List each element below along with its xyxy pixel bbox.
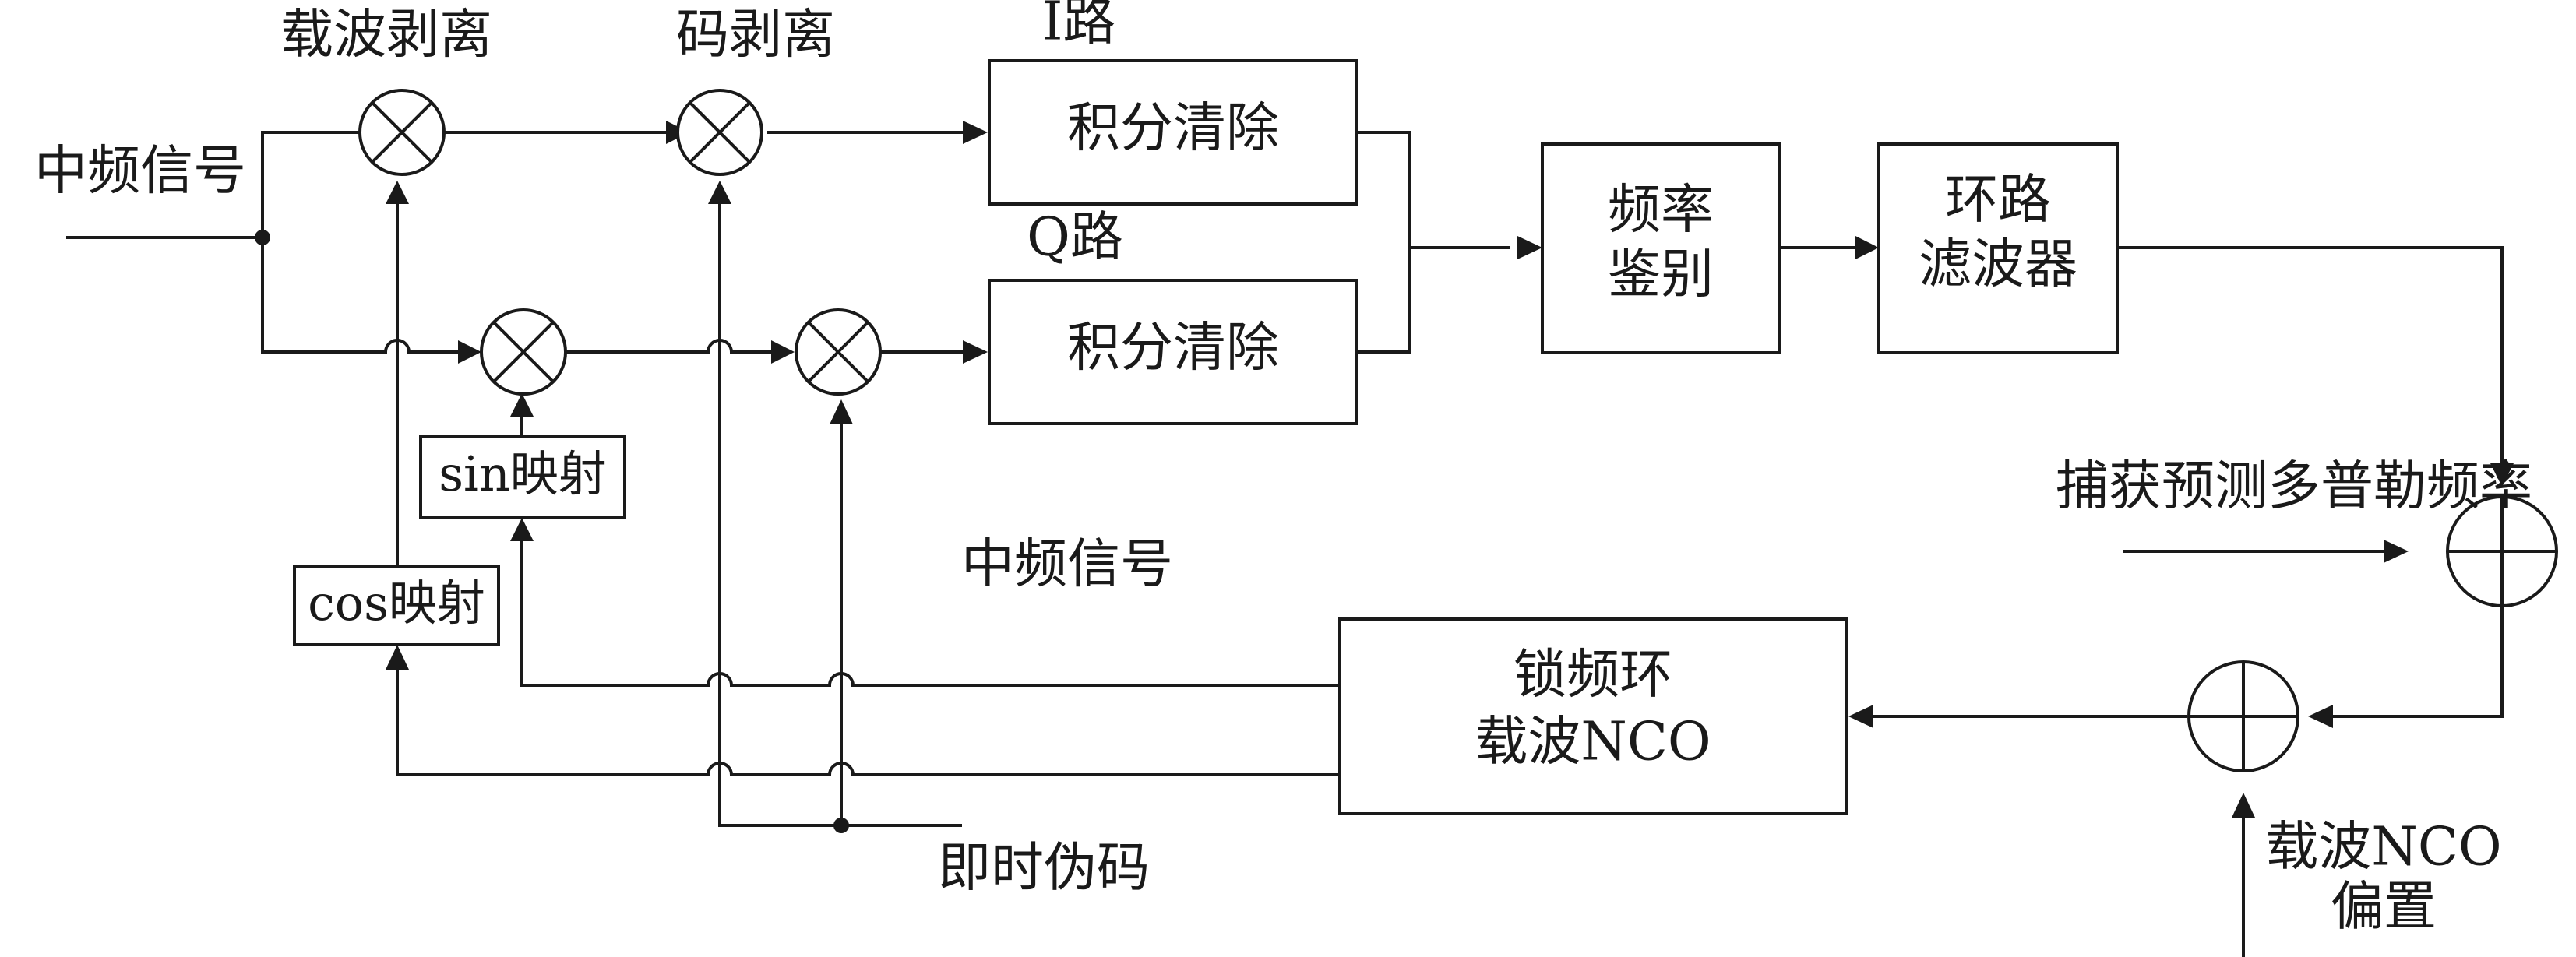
loop-filter-box (1877, 142, 2119, 354)
summing-junction-bias (2187, 660, 2299, 772)
loop-filter-label-1: 环路 (1945, 170, 2051, 231)
fll-carrier-nco-box (1338, 617, 1848, 815)
frequency-discriminator-label-1: 频率 (1608, 180, 1714, 241)
cos-map-label: cos映射 (308, 575, 485, 632)
nco-bias-label-1: 载波NCO (2265, 817, 2501, 878)
sin-map-box (419, 435, 626, 519)
integrate-dump-q-label: 积分清除 (1067, 318, 1279, 379)
loop-filter-label-2: 滤波器 (1919, 234, 2077, 296)
code-mixer-i (676, 89, 763, 176)
frequency-discriminator-label-2: 鉴别 (1608, 245, 1714, 306)
fll-carrier-nco-label-1: 锁频环 (1514, 645, 1672, 706)
input-junction-dot (255, 230, 270, 245)
carrier-mixer-i (358, 89, 446, 176)
nco-bias-label-2: 偏置 (2331, 877, 2437, 938)
fll-carrier-nco-label-2: 载波NCO (1475, 712, 1711, 773)
code-strip-label: 码剥离 (676, 5, 835, 66)
prompt-code-junction-dot (833, 818, 849, 833)
integrate-dump-i-box (988, 59, 1358, 206)
code-mixer-q (795, 308, 882, 396)
summing-junction-doppler (2446, 495, 2558, 607)
carrier-mixer-q (480, 308, 567, 396)
i-path-label: I路 (1042, 0, 1116, 53)
prompt-code-label: 即时伪码 (938, 838, 1150, 899)
integrate-dump-q-box (988, 279, 1358, 425)
acquisition-doppler-label: 捕获预测多普勒频率 (2056, 456, 2532, 518)
cos-map-box (293, 565, 500, 646)
sin-map-label: sin映射 (439, 445, 607, 502)
integrate-dump-i-label: 积分清除 (1067, 98, 1279, 160)
if-signal-input-label: 中频信号 (34, 141, 246, 202)
wires (66, 131, 2504, 957)
arrowheads (360, 121, 2514, 818)
if-signal-center-label: 中频信号 (961, 534, 1173, 596)
carrier-strip-label: 载波剥离 (280, 5, 492, 66)
frequency-discriminator-box (1541, 142, 1781, 354)
q-path-label: Q路 (1027, 207, 1123, 269)
